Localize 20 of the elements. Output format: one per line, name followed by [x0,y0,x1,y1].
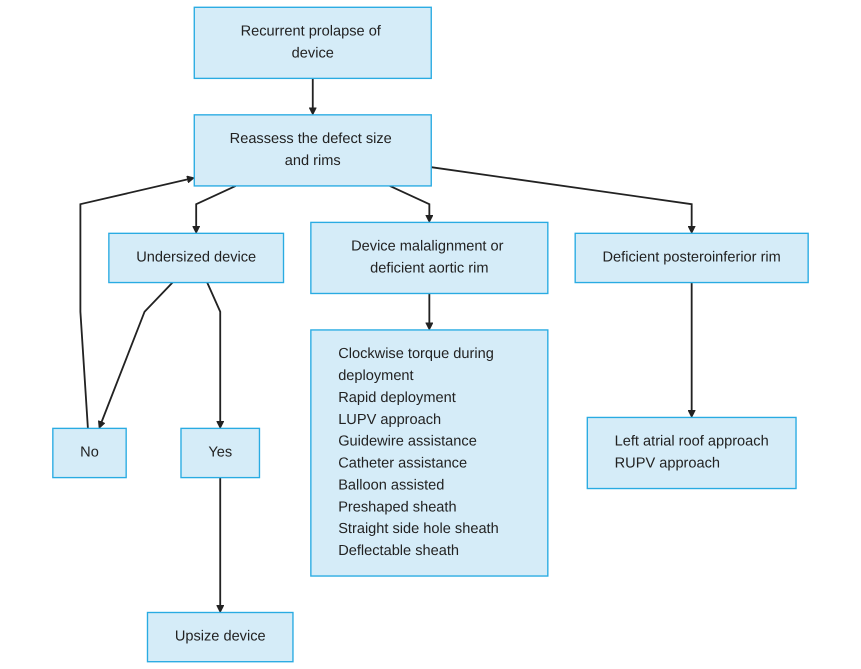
node-box: Device malalignment or deficient aortic rim [310,222,549,294]
node-box: Yes [180,428,260,478]
arrow [98,282,174,429]
arrow [431,166,696,234]
node-box: Upsize device [146,612,294,662]
node-box: Clockwise torque during deployment Rapid deployment LUPV approach Guidewire assistance Catheter assistance Balloon assisted Preshaped sheath Straight side hole sheath Deflectable sheath [310,329,549,577]
arrow [425,293,434,330]
node-box: No [52,428,127,478]
node-box: Reassess the defect size and rims [194,114,432,187]
node-box: Left atrial roof approach RUPV approach [586,416,797,490]
node-box: Deficient posteroinferior rim [574,232,809,284]
node-box: Recurrent prolapse of device [194,6,432,80]
arrow [389,185,434,223]
arrow [192,185,236,234]
arrow [206,282,224,429]
arrow [688,282,696,418]
arrow [308,78,317,116]
node-box: Undersized device [108,232,284,284]
arrow [216,478,224,613]
arrow [79,176,195,428]
